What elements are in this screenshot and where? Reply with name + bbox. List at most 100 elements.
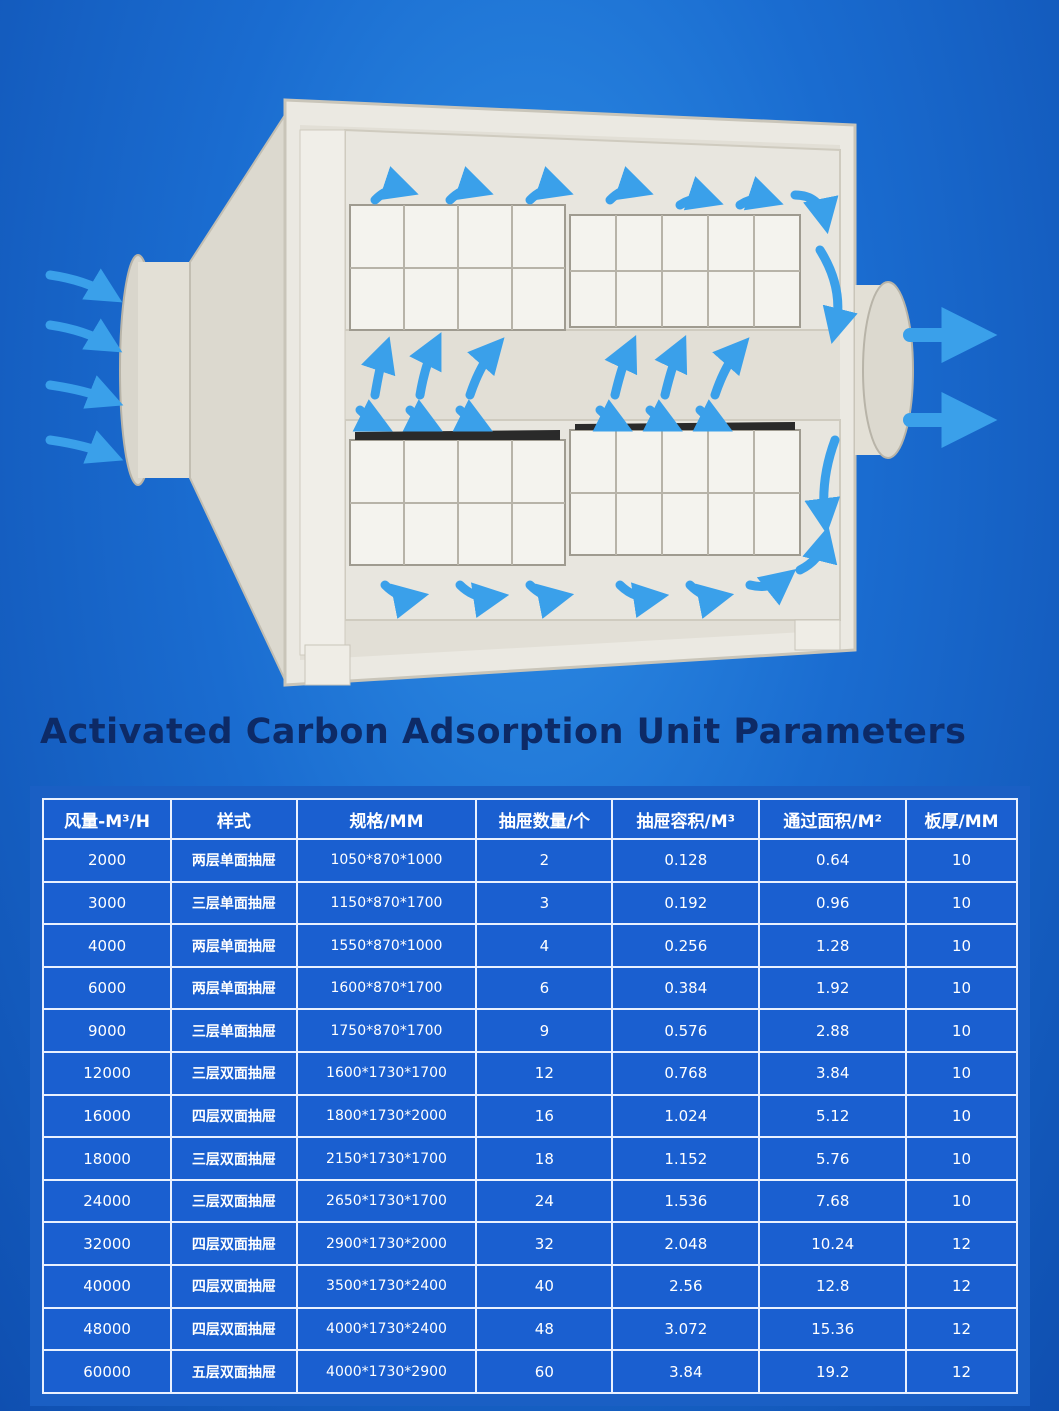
cell-spec: 2150*1730*1700 [297,1138,476,1179]
cell-drawer-count: 24 [477,1180,612,1222]
cell-drawer-count: 9 [477,1010,612,1052]
cell-pass-area: 1.28 [760,925,906,966]
cell-style: 五层双面抽屉 [172,1351,296,1392]
cell-plate-thickness: 10 [907,840,1016,881]
cell-spec: 1750*870*1700 [297,1010,476,1052]
cell-spec: 1600*870*1700 [297,967,476,1009]
cell-spec: 4000*1730*2400 [297,1308,476,1350]
cell-pass-area: 19.2 [760,1351,906,1392]
cell-drawer-volume: 2.56 [613,1266,759,1307]
cell-plate-thickness: 10 [907,1180,1016,1222]
cell-plate-thickness: 10 [907,925,1016,966]
cell-style: 两层单面抽屉 [172,925,296,966]
cell-plate-thickness: 10 [907,1138,1016,1179]
cell-airflow: 12000 [44,1053,171,1094]
cell-drawer-volume: 0.384 [613,967,759,1009]
cell-drawer-count: 16 [477,1095,612,1137]
cell-drawer-volume: 3.072 [613,1308,759,1350]
cell-airflow: 40000 [44,1266,171,1307]
cell-drawer-count: 2 [477,840,612,881]
table-header-row: 风量-M³/H 样式 规格/MM 抽屉数量/个 抽屉容积/M³ 通过面积/M² … [44,800,1016,838]
cell-pass-area: 3.84 [760,1053,906,1094]
outlet-duct [855,281,914,459]
cell-style: 四层双面抽屉 [172,1266,296,1307]
cell-spec: 2900*1730*2000 [297,1223,476,1265]
airflow-arrows [45,166,998,619]
cell-pass-area: 7.68 [760,1180,906,1222]
cell-drawer-volume: 1.024 [613,1095,759,1137]
cell-style: 三层双面抽屉 [172,1138,296,1179]
cell-spec: 1800*1730*2000 [297,1095,476,1137]
cell-spec: 2650*1730*1700 [297,1180,476,1222]
cell-pass-area: 5.12 [760,1095,906,1137]
cell-plate-thickness: 12 [907,1351,1016,1392]
cell-spec: 1550*870*1000 [297,925,476,966]
parameters-table: 风量-M³/H 样式 规格/MM 抽屉数量/个 抽屉容积/M³ 通过面积/M² … [42,798,1018,1394]
cell-pass-area: 0.64 [760,840,906,881]
cell-drawer-count: 40 [477,1266,612,1307]
cell-airflow: 6000 [44,967,171,1009]
cell-drawer-count: 4 [477,925,612,966]
cell-spec: 3500*1730*2400 [297,1266,476,1307]
cell-airflow: 2000 [44,840,171,881]
cell-style: 三层单面抽屉 [172,882,296,924]
cell-drawer-volume: 0.128 [613,840,759,881]
cell-drawer-volume: 0.192 [613,882,759,924]
cell-pass-area: 2.88 [760,1010,906,1052]
cell-drawer-volume: 0.576 [613,1010,759,1052]
parameters-table-container: 风量-M³/H 样式 规格/MM 抽屉数量/个 抽屉容积/M³ 通过面积/M² … [30,786,1030,1406]
cell-drawer-count: 48 [477,1308,612,1350]
cell-drawer-count: 6 [477,967,612,1009]
cell-drawer-volume: 0.256 [613,925,759,966]
cell-plate-thickness: 12 [907,1308,1016,1350]
page-title: Activated Carbon Adsorption Unit Paramet… [40,712,967,752]
cell-spec: 1050*870*1000 [297,840,476,881]
cell-drawer-volume: 0.768 [613,1053,759,1094]
cell-style: 三层单面抽屉 [172,1010,296,1052]
cell-drawer-count: 60 [477,1351,612,1392]
cell-plate-thickness: 10 [907,967,1016,1009]
cell-plate-thickness: 10 [907,1095,1016,1137]
cell-drawer-volume: 1.536 [613,1180,759,1222]
cell-pass-area: 15.36 [760,1308,906,1350]
cell-airflow: 9000 [44,1010,171,1052]
cell-drawer-volume: 3.84 [613,1351,759,1392]
cell-airflow: 48000 [44,1308,171,1350]
cell-plate-thickness: 10 [907,882,1016,924]
cell-airflow: 60000 [44,1351,171,1392]
header-airflow: 风量-M³/H [44,800,171,838]
cell-style: 四层双面抽屉 [172,1095,296,1137]
cell-airflow: 16000 [44,1095,171,1137]
cell-pass-area: 12.8 [760,1266,906,1307]
cell-spec: 4000*1730*2900 [297,1351,476,1392]
cell-drawer-count: 32 [477,1223,612,1265]
cell-drawer-count: 3 [477,882,612,924]
cell-airflow: 4000 [44,925,171,966]
cell-pass-area: 5.76 [760,1138,906,1179]
cell-style: 两层单面抽屉 [172,840,296,881]
header-style: 样式 [172,800,296,838]
lower-carbon-drawers [349,422,801,566]
cell-drawer-volume: 1.152 [613,1138,759,1179]
cell-airflow: 24000 [44,1180,171,1222]
cell-style: 四层双面抽屉 [172,1223,296,1265]
cell-plate-thickness: 10 [907,1053,1016,1094]
cell-pass-area: 10.24 [760,1223,906,1265]
header-spec: 规格/MM [297,800,476,838]
cell-plate-thickness: 12 [907,1266,1016,1307]
cell-style: 两层单面抽屉 [172,967,296,1009]
inlet-duct [119,111,286,681]
unit-housing [283,98,857,687]
header-plate-thickness: 板厚/MM [907,800,1016,838]
header-drawer-volume: 抽屉容积/M³ [613,800,759,838]
upper-carbon-drawers [349,204,801,331]
